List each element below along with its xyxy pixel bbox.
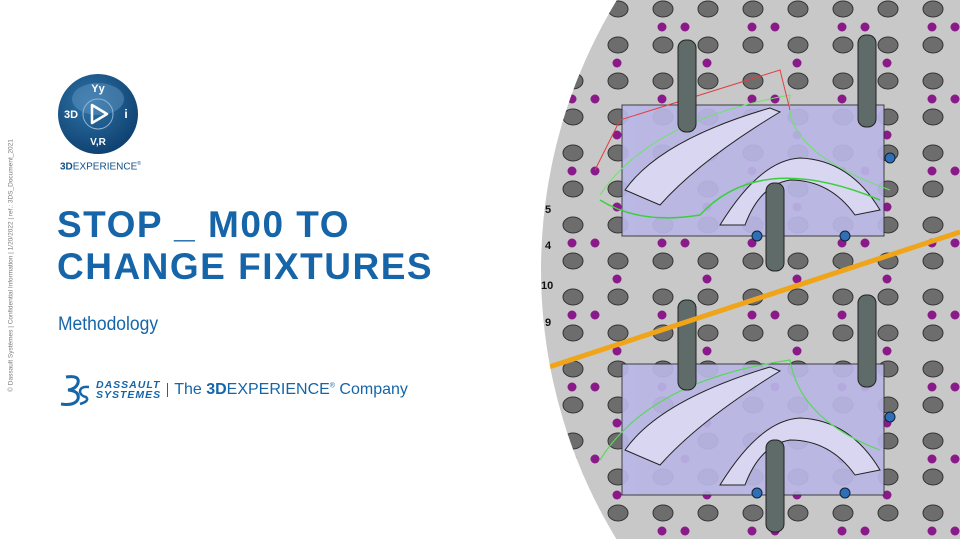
locating-pins [751,152,896,499]
svg-text:V,R: V,R [90,137,107,148]
svg-text:i: i [124,107,127,121]
row-label: 5 [545,204,551,216]
3dexperience-compass-logo: Yy 3D i V,R [58,74,138,154]
3dexperience-wordmark: 3DEXPERIENCE® [60,161,141,173]
row-label: 4 [545,240,552,252]
divider [167,383,169,397]
workpiece-upper [594,69,891,237]
ds-monogram-icon [60,375,90,406]
row-label: 9 [545,317,551,329]
workpiece-lower [599,359,885,496]
svg-text:Yy: Yy [91,83,105,95]
section-divider-stripe [541,229,960,373]
title-line-1: STOP _ M00 TO [57,204,351,245]
title-line-2: CHANGE FIXTURES [57,246,434,287]
svg-text:3D: 3D [64,109,78,121]
slide-title: STOP _ M00 TO CHANGE FIXTURES [57,204,433,288]
row-label: 10 [541,280,553,292]
slide-subtitle: Methodology [58,314,159,335]
